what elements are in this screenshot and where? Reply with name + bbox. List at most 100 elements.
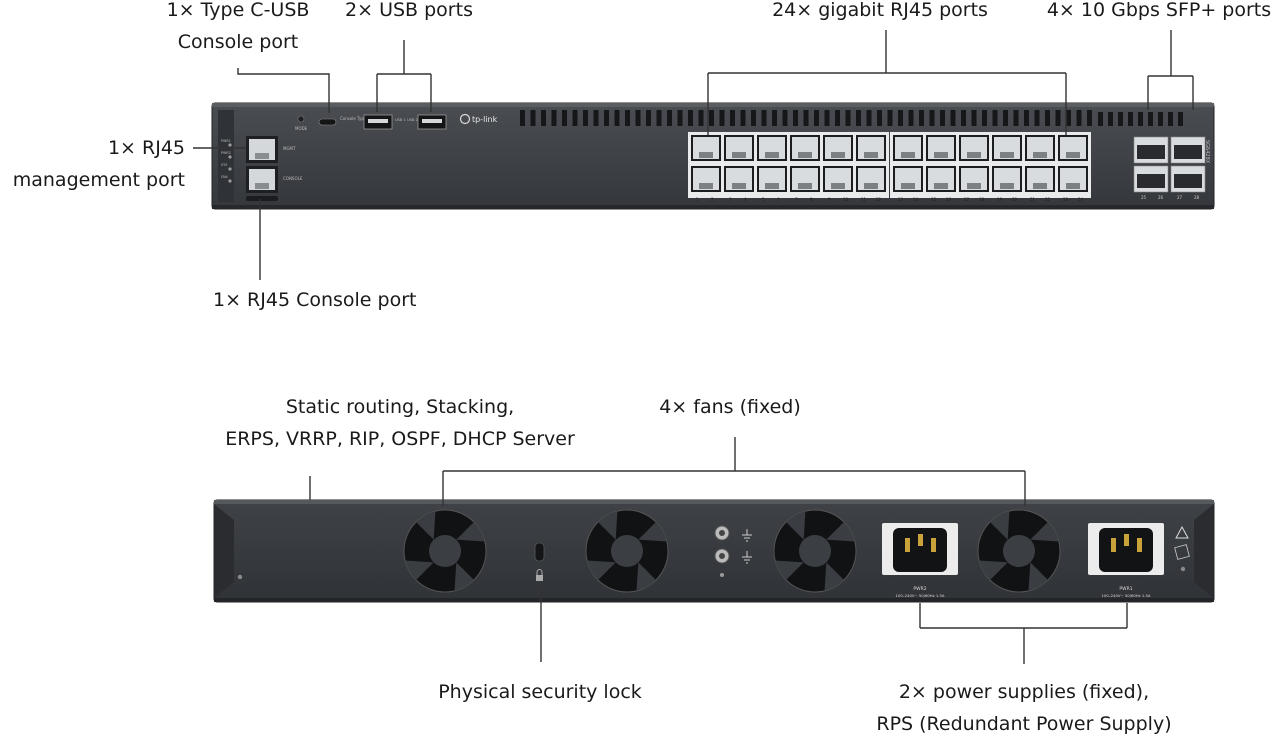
vent-slot [772, 110, 777, 126]
vent-slot [887, 110, 893, 126]
rj45-port-icon[interactable] [893, 166, 923, 192]
recycle-icon [1174, 544, 1190, 560]
mode-label: MODE [295, 126, 308, 131]
fans-label: 4× fans (fixed) [659, 396, 801, 418]
rj45-port-icon[interactable] [992, 135, 1022, 161]
rj45-port-icon[interactable] [856, 166, 886, 192]
vent-slot [814, 110, 819, 126]
vent-slot [1076, 110, 1082, 126]
rj45-port-icon[interactable] [757, 135, 787, 161]
ground-icon [714, 525, 752, 577]
brand-logo-icon [459, 113, 471, 125]
vent-slot [1024, 110, 1029, 126]
vent-slot [835, 110, 840, 126]
rj45-port-icon[interactable] [1025, 166, 1055, 192]
pwr1-title: PWR1 [1119, 586, 1132, 592]
rj45-port-icon[interactable] [823, 135, 853, 161]
sfp-number: 25 [1141, 195, 1147, 200]
sfp-cage-icon[interactable] [1133, 165, 1169, 193]
port-number: 13 [898, 197, 904, 202]
mgmt-port[interactable] [246, 136, 278, 163]
port-number: 15 [931, 197, 937, 202]
port-number: 18 [979, 197, 985, 202]
usb-port-icon[interactable] [363, 114, 393, 130]
rj45-gigabit-label: 24× gigabit RJ45 ports [772, 0, 988, 21]
rj45-port-icon[interactable] [724, 166, 754, 192]
rj45-port-icon[interactable] [959, 135, 989, 161]
sfp-cage-icon[interactable] [1170, 136, 1206, 164]
pwr1-rating: 100–240V~ 50/60Hz 1.5A [1101, 593, 1150, 598]
port-number: 23 [1063, 197, 1069, 202]
rj45-port-icon[interactable] [757, 166, 787, 192]
vent-slot [646, 110, 651, 126]
vent-slot [898, 110, 903, 126]
vent-slot [688, 110, 693, 126]
console-port[interactable] [246, 166, 278, 193]
port-number: 12 [876, 197, 882, 202]
vent-slot [919, 110, 924, 126]
port-block [890, 132, 1091, 198]
rj45-port-icon[interactable] [691, 135, 721, 161]
vent-slot [656, 110, 662, 126]
sfp-number: 27 [1177, 195, 1183, 200]
port-number: 20 [1012, 197, 1018, 202]
console-label: 1× RJ45 Console port [213, 289, 417, 311]
vent-slot [992, 110, 998, 126]
port-number: 19 [997, 197, 1003, 202]
led-label: PWR1 [221, 139, 231, 143]
sfp-number: 26 [1158, 195, 1164, 200]
rj45-port-icon[interactable] [1058, 135, 1088, 161]
power-socket-icon [1088, 523, 1164, 575]
lock-label: Physical security lock [438, 681, 642, 703]
rj45-port-icon[interactable] [823, 166, 853, 192]
vent-slot [856, 110, 861, 126]
port-number: 7 [795, 197, 798, 202]
vent-slot [803, 110, 809, 126]
port-number: 2 [711, 197, 714, 202]
rj45-port-icon[interactable] [1025, 135, 1055, 161]
features-label: Static routing, Stacking,ERPS, VRRP, RIP… [225, 396, 575, 450]
vent-slot [751, 110, 756, 126]
port-number: 21 [1030, 197, 1036, 202]
usb-c-icon[interactable] [318, 118, 337, 126]
rj45-port-icon[interactable] [992, 166, 1022, 192]
rj45-port-icon[interactable] [724, 135, 754, 161]
port-number: 16 [946, 197, 952, 202]
rj45-port-icon[interactable] [959, 166, 989, 192]
status-led [228, 143, 232, 147]
fan-icon [403, 509, 487, 593]
port-number: 14 [913, 197, 919, 202]
port-number: 4 [744, 197, 747, 202]
rj45-port-icon[interactable] [790, 135, 820, 161]
rj45-port-icon[interactable] [926, 135, 956, 161]
rj45-port-icon[interactable] [926, 166, 956, 192]
brand-text: tp-link [472, 115, 498, 124]
vent-slot [551, 110, 557, 126]
rj45-port-icon[interactable] [856, 135, 886, 161]
lock-icon [534, 542, 545, 581]
vent-slot [1178, 112, 1183, 126]
rj45-port-icon[interactable] [893, 135, 923, 161]
rj45-port-icon[interactable] [790, 166, 820, 192]
rj45-port-icon[interactable] [691, 166, 721, 192]
sfp-cage-icon[interactable] [1133, 136, 1169, 164]
vent-slot [677, 110, 683, 126]
vent-slot [761, 110, 767, 126]
port-block [688, 132, 889, 198]
vent-slot [635, 110, 641, 126]
vent-slot [1138, 112, 1143, 126]
port-number: 10 [843, 197, 849, 202]
usb-port-icon[interactable] [417, 114, 447, 130]
mode-button[interactable] [297, 115, 305, 123]
vent-slot [541, 110, 546, 126]
vent-slot [961, 110, 966, 126]
fan-icon [977, 509, 1061, 593]
vent-slot [562, 110, 567, 126]
port-number: 8 [810, 197, 813, 202]
sfp-cage-icon[interactable] [1170, 165, 1206, 193]
model-text: SG6428X [1204, 140, 1210, 164]
vent-slot [572, 110, 578, 126]
rj45-port-icon[interactable] [1058, 166, 1088, 192]
